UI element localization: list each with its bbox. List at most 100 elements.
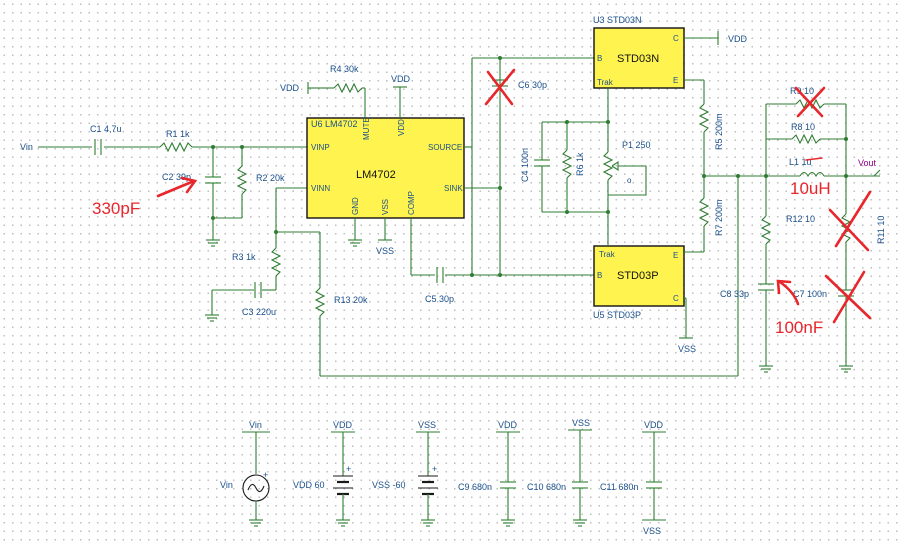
c2-label: C2 39p [162,172,191,182]
capacitor-c5[interactable]: C5 30p [425,267,454,304]
u6-pin-vinn: VINN [311,184,330,193]
strike-r9 [794,86,826,118]
u3-pin-c: C [673,34,679,43]
net-vout-label: Vout [858,158,877,168]
c11-net-bottom: VSS [643,526,661,536]
annotation-100nf: 100nF [775,318,823,337]
resistor-r3[interactable]: R3 1k [232,247,282,290]
u6-pin-sink: SINK [444,184,463,193]
r5-label: R5 200m [714,113,724,150]
ic-u5-std03p[interactable]: U5 STD03P STD03P B C E Trak [593,245,685,320]
r6-label: R6 1k [575,152,585,176]
capacitor-c2[interactable]: C2 39p [162,147,221,240]
vss-src-label: VSS -60 [372,480,406,490]
c10-label: C10 680n [527,482,566,492]
resistor-r8[interactable]: R8 10 [791,122,821,145]
u6-pin-mute: MUTE [362,117,371,140]
c4-label: C4 100n [520,148,530,182]
u5-pin-c: C [673,294,679,303]
capacitor-c11[interactable]: VDD VSS C11 680n [600,420,666,536]
c6-label: C6 30p [518,80,547,90]
vdd-net-u6: VDD [391,74,411,84]
capacitor-c4[interactable]: C4 100n [520,122,550,212]
arrow-c2 [156,176,198,198]
u6-pin-vinp: VINP [311,143,330,152]
u3-pin-b: B [597,54,602,63]
c11-label: C11 680n [600,482,638,492]
vdd-net-u3: VDD [728,34,748,44]
c1-label: C1 4,7u [90,124,122,134]
vss-net-u5: VSS [678,344,696,354]
annotation-10uh: 10uH [790,179,831,198]
strike-l1-value [805,157,823,161]
u6-name: LM4702 [356,169,396,181]
strike-r11 [828,190,872,252]
resistor-r6[interactable]: R6 1k [561,120,585,214]
inductor-l1[interactable]: L1 1u [766,157,825,178]
ic-u3-std03n[interactable]: U3 STD03N STD03N B C E Trak [593,15,685,89]
u3-name: STD03N [617,53,659,65]
r12-label: R12 10 [786,214,815,224]
r2-label: R2 20k [256,173,285,183]
u3-pin-e: E [673,76,678,85]
c10-net: VSS [572,418,590,428]
l1-label: L1 1u [789,157,812,167]
vss-src-net: VSS [418,420,436,430]
u6-pin-comp: COMP [407,191,416,215]
u5-pin-trak: Trak [599,250,616,259]
capacitor-c3[interactable]: C3 220u [242,282,276,317]
c9-label: C9 680n [458,482,492,492]
resistor-r13[interactable]: R13 20k [314,232,368,376]
resistor-r12[interactable]: R12 10 [760,214,815,284]
source-vin[interactable]: Vin + Vin [220,420,270,527]
u6-pin-vdd: VDD [397,119,406,136]
c7-label: C7 100n [793,289,827,299]
u5-pin-b: B [597,271,602,280]
capacitor-c9[interactable]: VDD C9 680n [458,420,520,527]
source-vss[interactable]: VSS + VSS -60 [372,420,440,527]
markup-annotations: 330pF 10uH 100nF [92,68,872,337]
p1-wiper: o [627,176,632,185]
vss-net-u6: VSS [376,246,394,256]
vdd-net-r4: VDD [280,83,300,93]
vin-plus: + [263,470,268,480]
r11-label: R11 10 [876,216,886,244]
u5-pin-e: E [673,251,678,260]
potentiometer-p1[interactable]: P1 250 o [602,122,651,212]
input-section: Vin C1 4,7u R1 1k C2 39p [20,124,738,377]
annotation-330pf: 330pF [92,199,140,218]
u5-name: STD03P [617,270,659,282]
u6-pin-gnd: GND [351,197,360,215]
r9-label: R9 10 [790,86,814,96]
r13-label: R13 20k [334,295,368,305]
c8-label: C8 33p [720,289,749,299]
c11-net-top: VDD [644,420,664,430]
vin-src-net: Vin [249,420,262,430]
r8-label: R8 10 [791,122,815,132]
source-vdd[interactable]: VDD + VDD 60 [293,420,355,527]
ic-u6-lm4702[interactable]: U6 LM4702 LM4702 VINP VINN MUTE VDD SOUR… [306,117,465,219]
resistor-r4[interactable]: VDD R4 30k [280,64,366,118]
p1-label: P1 250 [622,140,651,150]
r7-label: R7 200m [714,199,724,236]
resistor-r1[interactable]: R1 1k [159,129,193,153]
u3-ref: U3 STD03N [593,15,642,25]
vdd-plus: + [346,464,351,474]
u6-pin-source: SOURCE [428,143,462,152]
u3-pin-trak: Trak [597,78,614,87]
resistor-r5[interactable]: R5 200m [698,80,724,176]
resistor-r7[interactable]: R7 200m [698,176,724,252]
c3-label: C3 220u [242,307,276,317]
r1-label: R1 1k [166,129,190,139]
r3-label: R3 1k [232,252,256,262]
resistor-r2[interactable]: R2 20k [211,147,285,220]
strike-c6 [484,68,516,106]
vin-src-label: Vin [220,480,233,490]
capacitor-c1[interactable]: C1 4,7u [90,124,122,155]
vdd-src-net: VDD [333,420,353,430]
capacitor-c10[interactable]: VSS C10 680n [527,418,592,527]
capacitor-c8[interactable]: C8 33p [720,283,774,366]
c5-label: C5 30p [425,294,454,304]
